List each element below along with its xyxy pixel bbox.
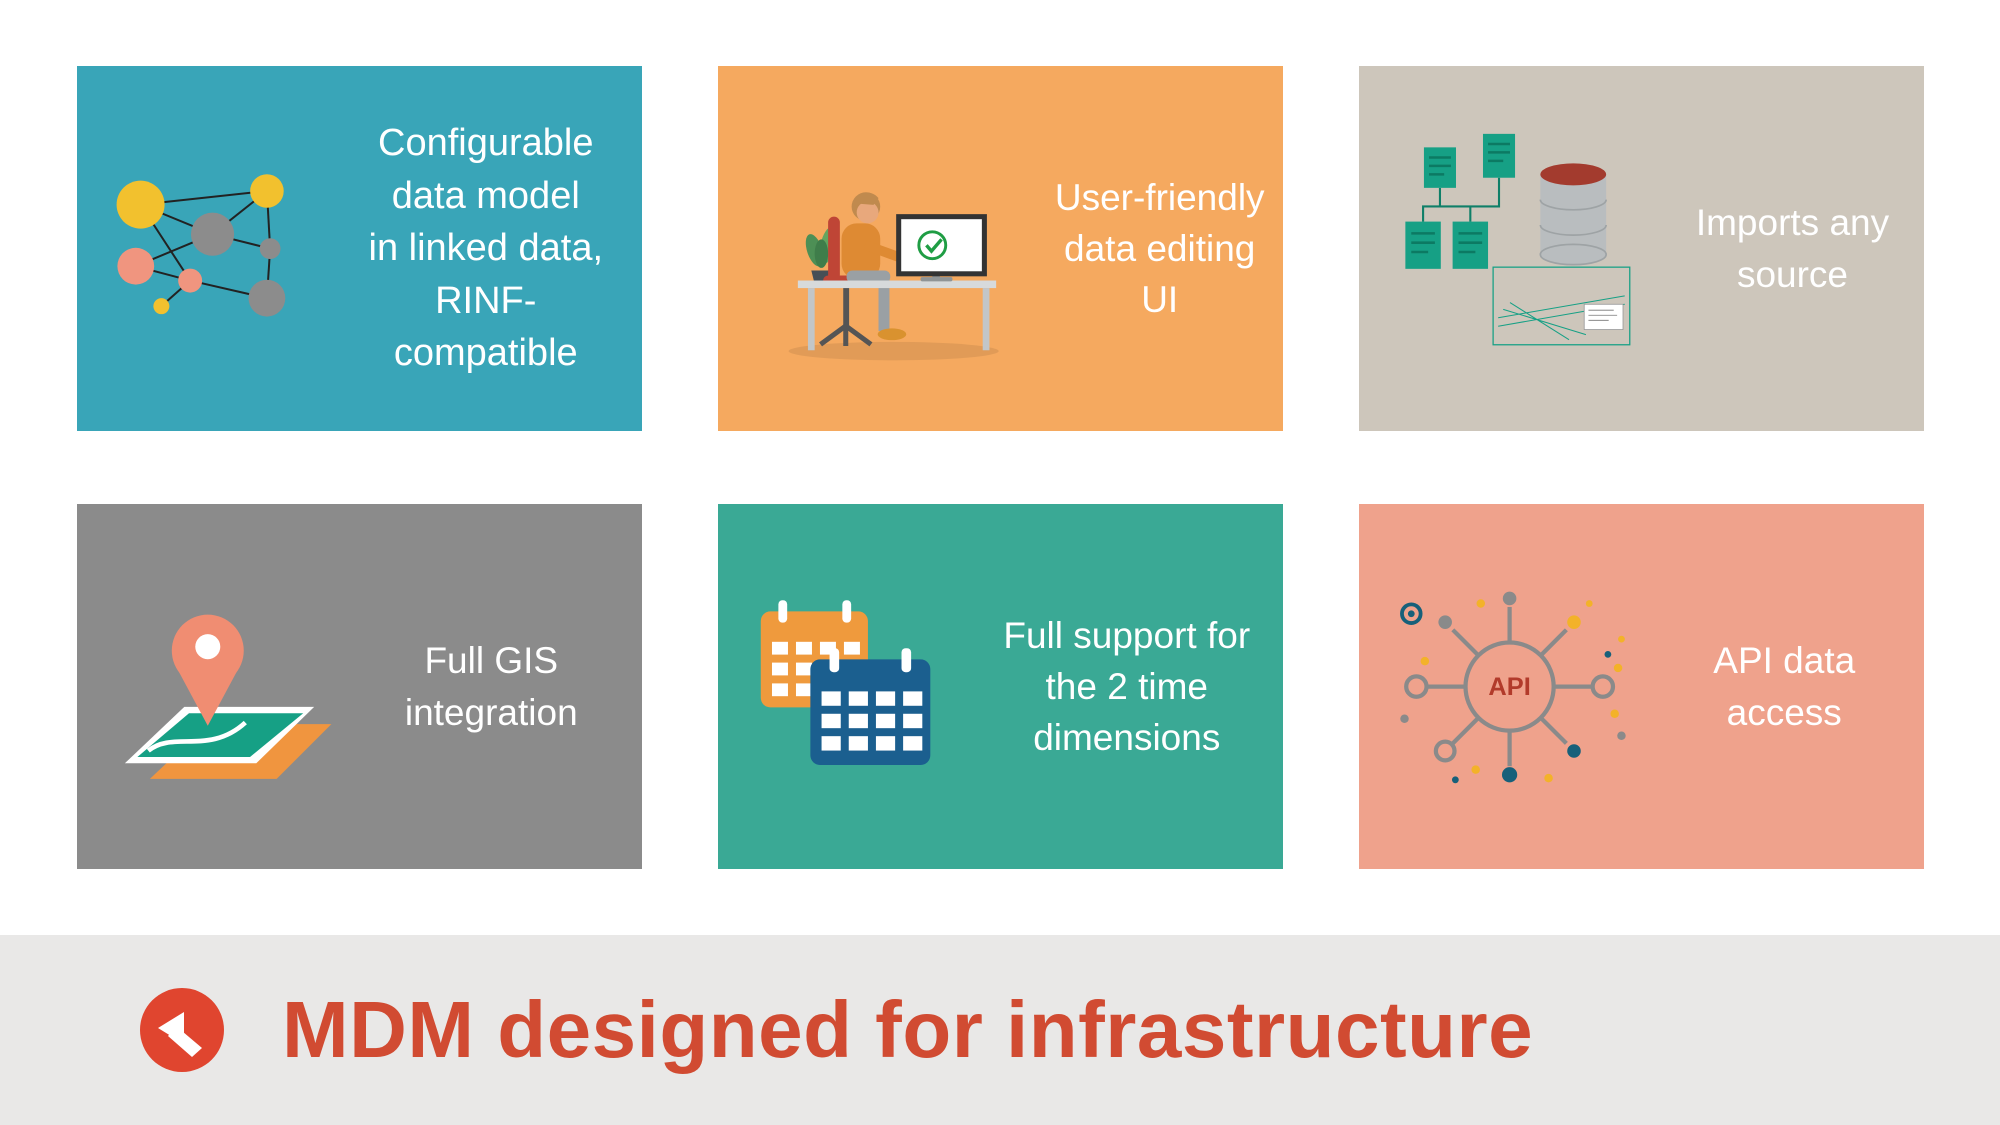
schematic-drawing-icon <box>1492 266 1630 346</box>
person-icon <box>841 192 907 341</box>
footer-title: MDM designed for infrastructure <box>282 985 1534 1074</box>
card-label: Imports any source <box>1695 202 1890 295</box>
card-label: User-friendly data editing UI <box>1054 176 1265 321</box>
network-graph-icon <box>85 66 338 431</box>
database-import-icon <box>1367 66 1669 431</box>
card-gis: Full GIS integration <box>77 504 642 869</box>
map-pin-icon <box>85 504 349 869</box>
api-hub-icon: API <box>1367 504 1652 869</box>
card-data-model: Configurable data model in linked data, … <box>77 66 642 431</box>
location-pin-icon <box>171 614 244 726</box>
brand-logo-icon <box>138 986 226 1074</box>
card-api: API API data access <box>1359 504 1924 869</box>
card-time-dimensions: Full support for the 2 time dimensions <box>718 504 1283 869</box>
desk-icon <box>797 280 997 351</box>
calendars-icon <box>726 504 979 869</box>
feature-grid: Configurable data model in linked data, … <box>77 66 1924 869</box>
card-label: Full support for the 2 time dimensions <box>1003 614 1251 759</box>
monitor-checkmark-icon <box>896 214 987 282</box>
database-cylinder-icon <box>1539 163 1607 266</box>
api-label: API <box>1489 673 1531 701</box>
card-label: API data access <box>1713 640 1856 733</box>
card-imports: Imports any source <box>1359 66 1924 431</box>
card-label: Configurable data model in linked data, … <box>368 122 604 375</box>
card-label: Full GIS integration <box>404 640 578 733</box>
person-at-desk-icon <box>726 66 1044 431</box>
footer-banner: MDM designed for infrastructure <box>0 935 2000 1125</box>
card-data-editing: User-friendly data editing UI <box>718 66 1283 431</box>
calendar-front-icon <box>810 648 931 765</box>
document-nodes-icon <box>1404 133 1515 269</box>
